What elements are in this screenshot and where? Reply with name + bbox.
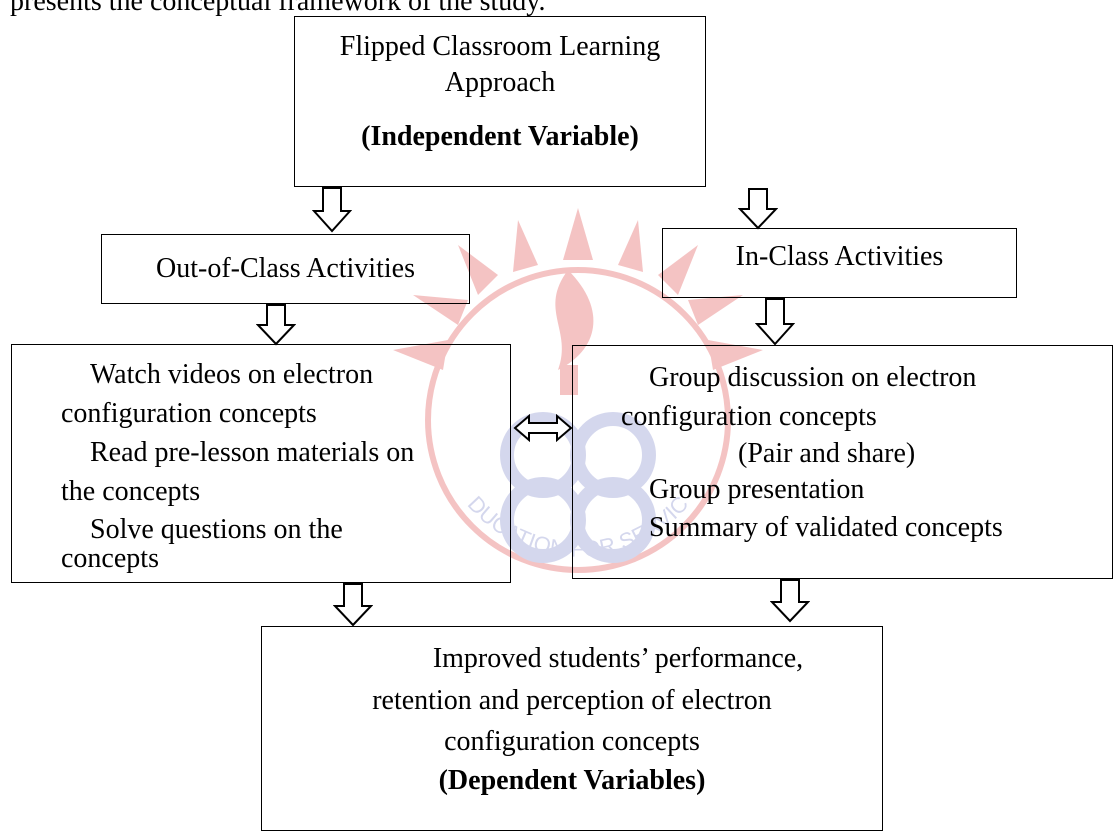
dependent-variables-label: (Dependent Variables) <box>438 765 706 796</box>
independent-line-1: Flipped Classroom Learning <box>339 31 661 62</box>
in-class-box: In-Class Activities <box>662 228 1017 298</box>
down-arrow-left-to-outcome <box>333 583 373 627</box>
activity-item: configuration concepts <box>61 398 317 429</box>
down-arrow-to-in-class-activities <box>755 298 795 346</box>
dependent-line-3: configuration concepts <box>444 726 700 757</box>
out-of-class-box: Out-of-Class Activities <box>101 234 470 304</box>
in-class-title: In-Class Activities <box>735 241 944 272</box>
activity-item: Solve questions on the <box>90 514 343 545</box>
independent-variable-label: (Independent Variable) <box>361 121 639 152</box>
activity-item: configuration concepts <box>621 401 877 432</box>
dependent-variables-box: Improved students’ performance, retentio… <box>261 626 883 831</box>
dependent-line-1: Improved students’ performance, <box>432 643 804 674</box>
out-of-class-title: Out-of-Class Activities <box>156 253 415 284</box>
double-arrow-between-activities <box>513 414 573 442</box>
out-of-class-activities-box: Watch videos on electron configuration c… <box>11 344 511 583</box>
independent-variable-box: Flipped Classroom Learning Approach (Ind… <box>294 16 706 187</box>
down-arrow-to-in-class <box>738 188 778 230</box>
activity-item: (Pair and share) <box>738 438 916 469</box>
down-arrow-to-out-of-class-activities <box>256 304 296 346</box>
activity-item: Group discussion on electron <box>649 362 977 393</box>
activity-item: Watch videos on electron <box>90 359 374 390</box>
independent-line-2: Approach <box>444 67 556 98</box>
dependent-line-2: retention and perception of electron <box>372 685 772 716</box>
down-arrow-right-to-outcome <box>770 579 810 623</box>
intro-text: presents the conceptual framework of the… <box>10 0 546 17</box>
activity-item: Group presentation <box>649 474 865 505</box>
down-arrow-to-out-of-class <box>312 187 352 233</box>
activity-item: Summary of validated concepts <box>649 512 1003 543</box>
activity-item: the concepts <box>61 476 201 507</box>
activity-item: concepts <box>61 543 159 574</box>
activity-item: Read pre-lesson materials on <box>90 437 415 468</box>
in-class-activities-box: Group discussion on electron configurati… <box>572 345 1113 579</box>
